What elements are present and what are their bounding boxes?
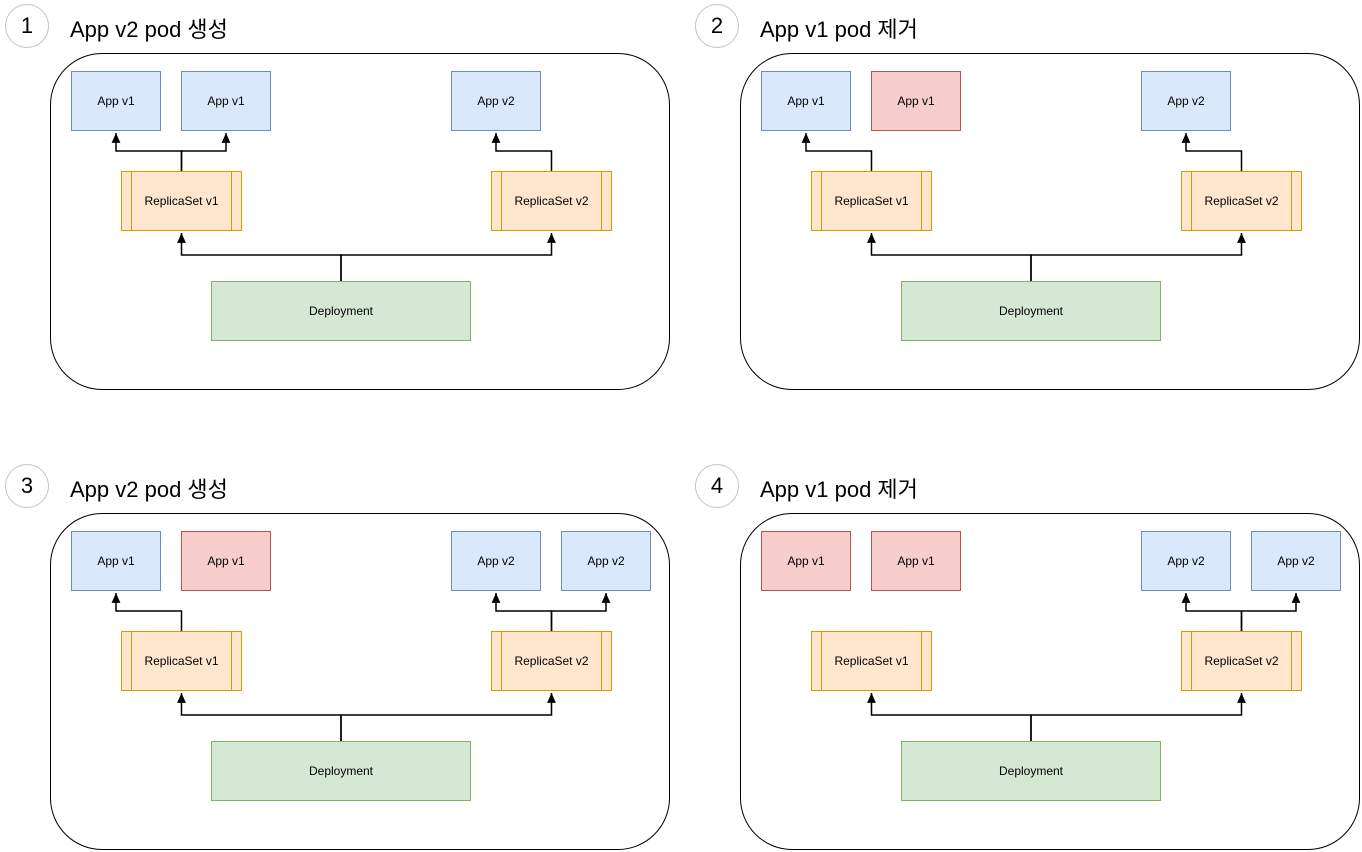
pod-app-v1: App v1 bbox=[71, 531, 161, 591]
replicaset-v2-label: ReplicaSet v2 bbox=[514, 653, 589, 668]
deployment-node: Deployment bbox=[901, 741, 1161, 801]
step-number: 2 bbox=[710, 13, 724, 38]
replicaset-v1-label: ReplicaSet v1 bbox=[144, 193, 219, 208]
panel-title: App v2 pod 생성 bbox=[70, 477, 228, 502]
pod-app-v2-label: App v2 bbox=[1167, 93, 1205, 108]
pod-app-v2: App v2 bbox=[1251, 531, 1341, 591]
pod-app-v1-label: App v1 bbox=[787, 93, 825, 108]
replicaset-v2-label: ReplicaSet v2 bbox=[1204, 193, 1279, 208]
replicaset-v1-label: ReplicaSet v1 bbox=[144, 653, 219, 668]
step-number: 4 bbox=[710, 473, 724, 498]
pod-app-v2-label: App v2 bbox=[1167, 553, 1205, 568]
replicaset-v2-label: ReplicaSet v2 bbox=[514, 193, 589, 208]
replicaset-v1: ReplicaSet v1 bbox=[121, 631, 242, 691]
pod-app-v1-label: App v1 bbox=[97, 93, 135, 108]
pod-app-v1: App v1 bbox=[181, 531, 271, 591]
step-number: 3 bbox=[20, 473, 34, 498]
panel-step-2: 2 App v1 pod 제거 App v1 App v1 App v2 Replic… bbox=[690, 0, 1362, 460]
deployment-node: Deployment bbox=[211, 281, 471, 341]
pod-app-v1-label: App v1 bbox=[97, 553, 135, 568]
pod-app-v2: App v2 bbox=[1141, 71, 1231, 131]
replicaset-v2: ReplicaSet v2 bbox=[1181, 171, 1302, 231]
pod-app-v1: App v1 bbox=[761, 71, 851, 131]
pod-app-v1-label: App v1 bbox=[897, 553, 935, 568]
pod-app-v1: App v1 bbox=[71, 71, 161, 131]
pod-app-v1-label: App v1 bbox=[207, 553, 245, 568]
replicaset-v2: ReplicaSet v2 bbox=[491, 171, 612, 231]
pod-app-v2-label: App v2 bbox=[477, 93, 515, 108]
pod-app-v2: App v2 bbox=[451, 531, 541, 591]
pod-app-v2-label: App v2 bbox=[477, 553, 515, 568]
replicaset-v2: ReplicaSet v2 bbox=[491, 631, 612, 691]
deployment-node-label: Deployment bbox=[308, 303, 374, 318]
panel-title: App v1 pod 제거 bbox=[760, 477, 918, 502]
replicaset-v1: ReplicaSet v1 bbox=[811, 171, 932, 231]
replicaset-v2: ReplicaSet v2 bbox=[1181, 631, 1302, 691]
deployment-node-label: Deployment bbox=[998, 763, 1064, 778]
deployment-node-label: Deployment bbox=[308, 763, 374, 778]
pod-app-v1-label: App v1 bbox=[787, 553, 825, 568]
deployment-node: Deployment bbox=[901, 281, 1161, 341]
panel-title: App v2 pod 생성 bbox=[70, 17, 228, 42]
pod-app-v2-label: App v2 bbox=[587, 553, 625, 568]
panel-step-1: 1 App v2 pod 생성 App v1 App v1 App v2 Replic… bbox=[0, 0, 690, 460]
pod-app-v1: App v1 bbox=[871, 71, 961, 131]
pod-app-v2: App v2 bbox=[451, 71, 541, 131]
deployment-node: Deployment bbox=[211, 741, 471, 801]
pod-app-v1-label: App v1 bbox=[207, 93, 245, 108]
panel-nodes: App v1 App v1 App v2 ReplicaSet v1 ReplicaSe… bbox=[0, 0, 690, 460]
step-circle: 3 bbox=[5, 464, 49, 508]
step-circle: 4 bbox=[695, 464, 739, 508]
panel-nodes: App v1 App v1 App v2 ReplicaSet v1 ReplicaSe… bbox=[690, 0, 1362, 460]
replicaset-v1-label: ReplicaSet v1 bbox=[834, 193, 909, 208]
panel-step-3: 3 App v2 pod 생성 App v1 App v1 App v2 App v2… bbox=[0, 460, 690, 852]
panel-title: App v1 pod 제거 bbox=[760, 17, 918, 42]
panel-nodes: App v1 App v1 App v2 App v2 ReplicaSet v1 Rep… bbox=[690, 460, 1362, 852]
pod-app-v1-label: App v1 bbox=[897, 93, 935, 108]
pod-app-v2: App v2 bbox=[1141, 531, 1231, 591]
panel-step-4: 4 App v1 pod 제거 App v1 App v1 App v2 App v2… bbox=[690, 460, 1362, 852]
step-circle: 2 bbox=[695, 4, 739, 48]
replicaset-v1: ReplicaSet v1 bbox=[811, 631, 932, 691]
replicaset-v2-label: ReplicaSet v2 bbox=[1204, 653, 1279, 668]
panel-nodes: App v1 App v1 App v2 App v2 ReplicaSet v1 Rep… bbox=[0, 460, 690, 852]
replicaset-v1-label: ReplicaSet v1 bbox=[834, 653, 909, 668]
pod-app-v1: App v1 bbox=[181, 71, 271, 131]
step-circle: 1 bbox=[5, 4, 49, 48]
deployment-node-label: Deployment bbox=[998, 303, 1064, 318]
pod-app-v1: App v1 bbox=[871, 531, 961, 591]
replicaset-v1: ReplicaSet v1 bbox=[121, 171, 242, 231]
pod-app-v2-label: App v2 bbox=[1277, 553, 1315, 568]
pod-app-v2: App v2 bbox=[561, 531, 651, 591]
pod-app-v1: App v1 bbox=[761, 531, 851, 591]
step-number: 1 bbox=[20, 13, 34, 38]
